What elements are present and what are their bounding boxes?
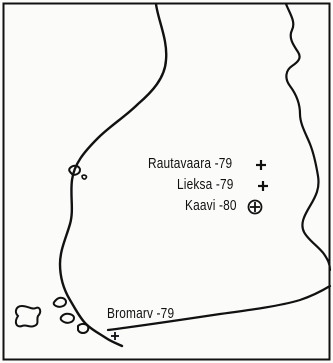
marker-rautavaara xyxy=(256,160,266,170)
island-small-1 xyxy=(52,296,68,308)
marker-kaavi xyxy=(247,199,263,215)
marker-bromarv xyxy=(111,332,119,340)
south-coast xyxy=(106,284,332,332)
island-west-coast-2 xyxy=(81,174,88,180)
coastline xyxy=(58,2,168,348)
label-bromarv: Bromarv -79 xyxy=(107,306,175,322)
island-small-3 xyxy=(77,322,90,334)
island-small-2 xyxy=(59,312,76,324)
label-lieksa: Lieksa -79 xyxy=(177,177,234,193)
eastern-border xyxy=(284,2,332,272)
label-rautavaara: Rautavaara -79 xyxy=(148,156,233,172)
island-west-coast xyxy=(68,164,82,176)
aland-islands xyxy=(14,304,42,328)
marker-lieksa xyxy=(258,181,268,191)
label-kaavi: Kaavi -80 xyxy=(185,198,237,214)
map-border xyxy=(2,2,331,361)
